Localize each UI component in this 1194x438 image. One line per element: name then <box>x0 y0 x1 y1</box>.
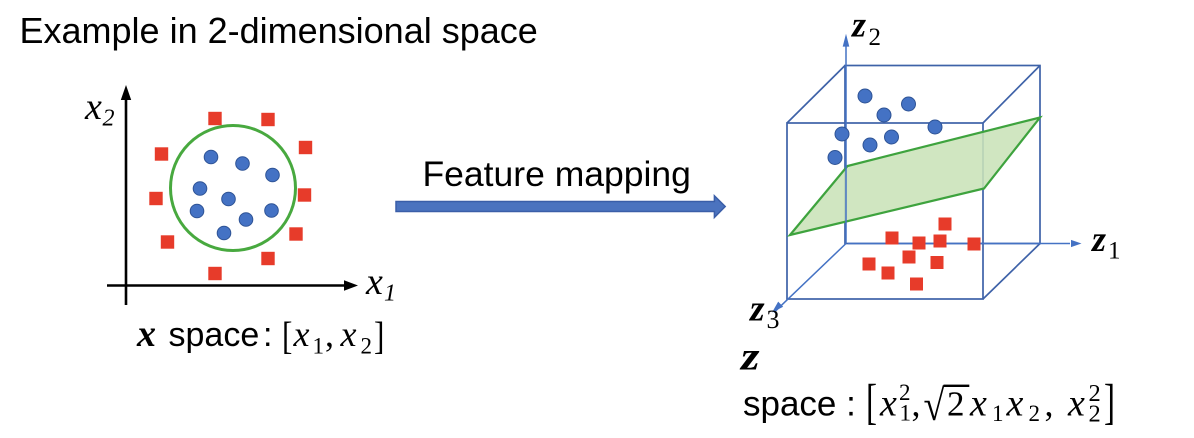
svg-text:1: 1 <box>313 334 325 359</box>
svg-text:[: [ <box>282 315 292 358</box>
svg-text:x: x <box>293 314 310 354</box>
svg-text:]: ] <box>1104 374 1115 430</box>
svg-text:space :: space : <box>743 385 856 424</box>
svg-text:√: √ <box>924 381 946 430</box>
svg-text:3: 3 <box>767 305 780 334</box>
svg-text:]: ] <box>374 315 384 358</box>
svg-text::: : <box>263 316 272 354</box>
svg-text:2: 2 <box>869 24 882 51</box>
svg-text:x: x <box>1067 383 1085 425</box>
svg-text:2: 2 <box>103 106 115 132</box>
svg-text:z: z <box>850 5 866 45</box>
svg-text:1: 1 <box>900 401 912 426</box>
svg-text:1: 1 <box>384 281 396 307</box>
svg-text:2: 2 <box>947 385 965 424</box>
svg-text:z: z <box>739 333 760 378</box>
svg-text:x: x <box>969 383 987 425</box>
svg-text:x: x <box>1006 383 1024 425</box>
svg-text:2: 2 <box>1029 401 1041 426</box>
svg-text:x: x <box>136 313 156 355</box>
svg-text:,: , <box>325 314 334 354</box>
svg-text:1: 1 <box>1108 238 1121 265</box>
svg-text:2: 2 <box>899 380 911 405</box>
svg-text:x: x <box>84 86 102 128</box>
svg-text:x: x <box>365 261 383 303</box>
svg-text:2: 2 <box>1089 401 1101 428</box>
svg-text:,: , <box>1045 384 1054 424</box>
svg-text:[: [ <box>866 374 877 430</box>
svg-text:z: z <box>1090 219 1106 259</box>
svg-text:x: x <box>340 314 357 354</box>
svg-text:2: 2 <box>361 334 373 359</box>
svg-text:,: , <box>912 384 921 424</box>
svg-text:1: 1 <box>992 401 1004 426</box>
svg-text:2: 2 <box>1089 380 1101 407</box>
svg-text:z: z <box>748 289 765 330</box>
svg-text:Feature mapping: Feature mapping <box>423 154 691 194</box>
svg-text:x: x <box>879 383 897 425</box>
svg-text:space: space <box>169 316 260 354</box>
svg-text:Example in 2-dimensional space: Example in 2-dimensional space <box>20 10 538 51</box>
